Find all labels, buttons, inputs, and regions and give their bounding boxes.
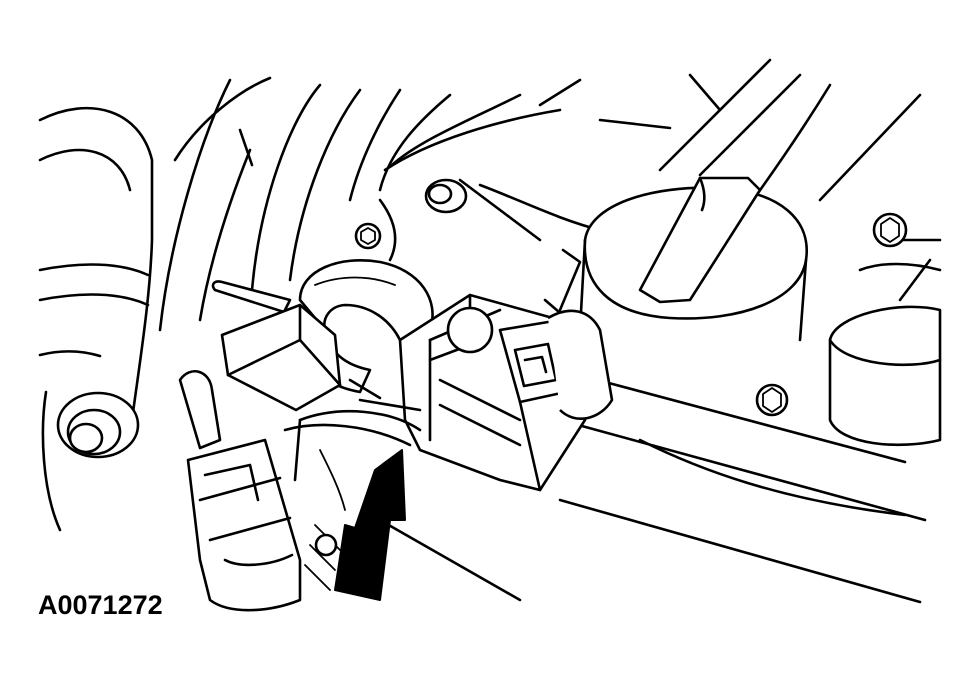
background-contour-lines xyxy=(158,58,942,332)
bolt-center-left xyxy=(354,222,382,250)
bolt-right-upper xyxy=(872,212,908,248)
arrow-up-icon xyxy=(334,449,406,601)
bolt-right-lower xyxy=(755,383,789,417)
left-mount-bolt xyxy=(56,391,140,459)
upper-bracket xyxy=(378,108,602,262)
figure-id-label: A0071272 xyxy=(38,590,163,620)
connector-bracket xyxy=(283,378,422,511)
vacuum-hose-connector xyxy=(211,280,342,412)
oil-filler-cap xyxy=(578,176,809,342)
sensor-connector-assembly xyxy=(398,248,614,492)
fuel-rail xyxy=(378,368,927,604)
lower-electrical-connector xyxy=(178,370,341,612)
left-cylindrical-housing xyxy=(38,106,154,532)
right-cylinder xyxy=(828,262,942,447)
